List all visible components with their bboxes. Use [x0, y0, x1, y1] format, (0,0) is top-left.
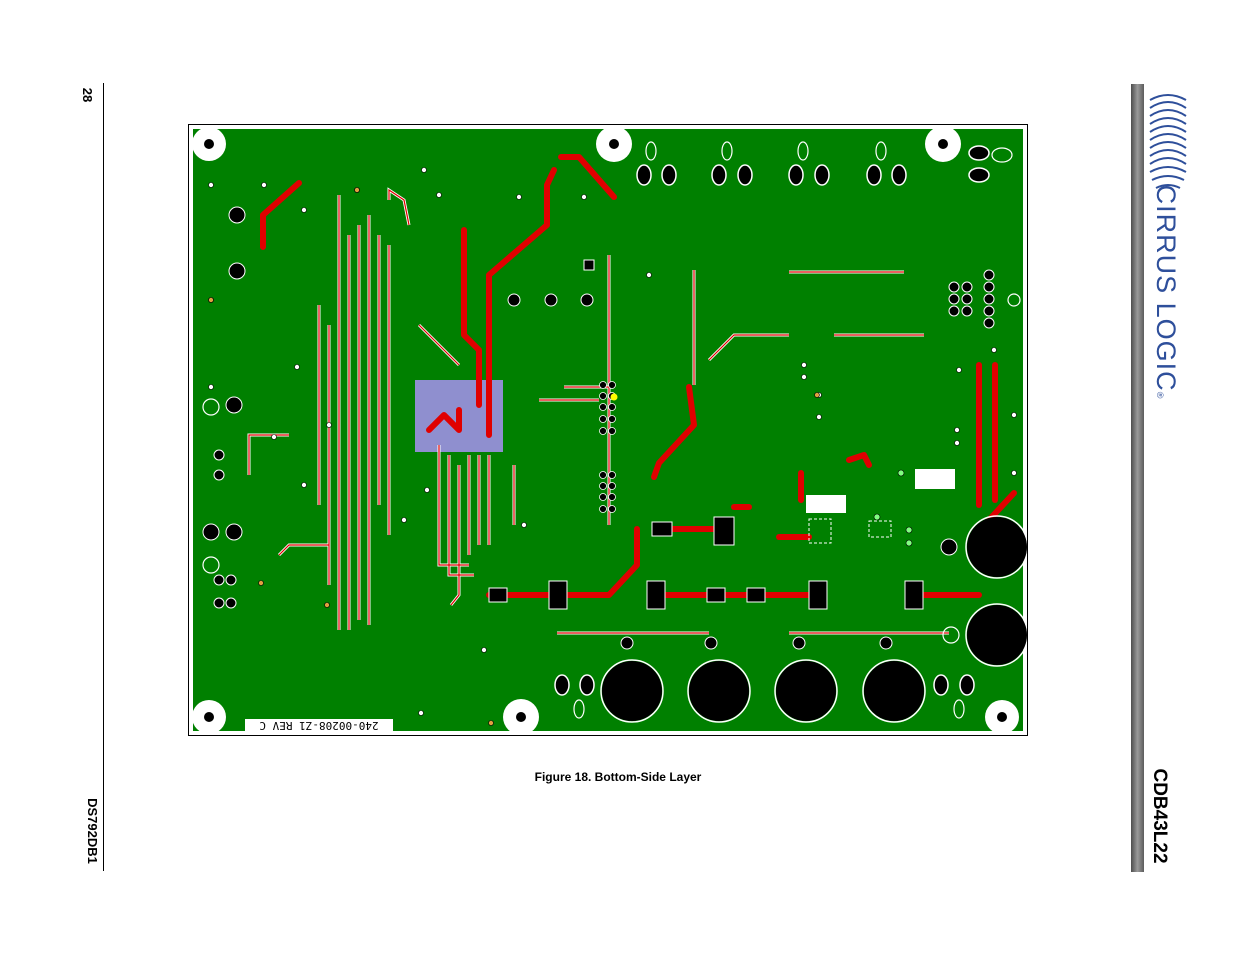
document-code: DS792DB1	[85, 798, 100, 864]
sidebar-bar	[1131, 84, 1144, 872]
pcb-figure-frame: 240-00208-Z1 REV C	[188, 124, 1028, 736]
left-rule	[103, 83, 104, 871]
figure-caption: Figure 18. Bottom-Side Layer	[534, 770, 702, 784]
logo-text: CIRRUS LOGIC®	[1151, 184, 1181, 400]
cirrus-logic-logo	[1149, 94, 1187, 189]
pcb-bottom-layer: 240-00208-Z1 REV C	[192, 126, 1027, 735]
board-part-label: 240-00208-Z1 REV C	[259, 719, 378, 732]
page-number: 28	[80, 87, 95, 103]
product-title: CDB43L22	[1149, 768, 1170, 864]
